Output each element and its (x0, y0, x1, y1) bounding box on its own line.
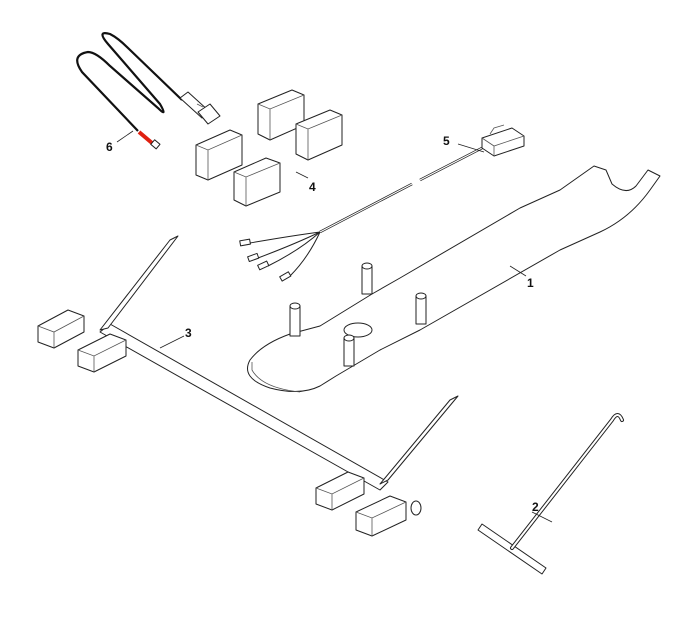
clip-box (77, 333, 127, 373)
pin (289, 302, 301, 337)
terminal (247, 252, 260, 263)
pin (415, 292, 427, 325)
callout-6: 6 (106, 140, 113, 154)
pin (361, 262, 373, 295)
part-5-harness: 5 (239, 124, 525, 282)
box (233, 157, 281, 207)
terminal (257, 260, 270, 271)
pin (343, 334, 355, 367)
harness-connector (481, 124, 525, 157)
usb-plug (179, 91, 221, 125)
part-6-usb-cable: 6 (76, 32, 221, 154)
box (195, 129, 243, 181)
clip-box (37, 309, 85, 349)
callout-4: 4 (309, 180, 316, 194)
part-3-frame: 3 (37, 235, 459, 537)
plug-connector (150, 139, 161, 150)
clip-box (355, 495, 407, 537)
part-2-hook-tool: 2 (477, 413, 624, 575)
callout-5: 5 (443, 134, 450, 148)
part-4-boxes: 4 (195, 89, 343, 207)
callout-1: 1 (527, 276, 534, 290)
cable-wire (76, 32, 183, 132)
harness-leads (249, 231, 321, 277)
terminal (279, 271, 292, 282)
part-1-plate-tool: 1 (247, 165, 661, 393)
callout-3: 3 (185, 326, 192, 340)
clip-box (315, 471, 365, 511)
callout-2: 2 (532, 500, 539, 514)
terminal (239, 238, 251, 247)
box (295, 109, 343, 161)
red-sleeve (137, 130, 154, 145)
